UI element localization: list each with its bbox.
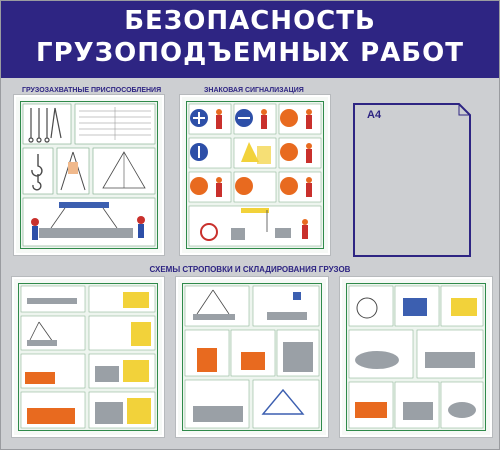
poster-frame [20, 101, 158, 249]
poster-frame [186, 101, 324, 249]
poster-title-lifting-devices: ГРУЗОЗАХВАТНЫЕ ПРИСПОСОБЛЕНИЯ [22, 87, 162, 94]
header-banner: БЕЗОПАСНОСТЬ ГРУЗОПОДЪЕМНЫХ РАБОТ [0, 0, 500, 78]
slinging-schemes-illustration-3 [348, 285, 484, 429]
poster-frame [18, 283, 158, 431]
poster-signals [180, 95, 330, 255]
signals-illustration [188, 103, 322, 247]
poster-slinging-1 [12, 277, 164, 437]
poster-lifting-devices [14, 95, 164, 255]
slinging-schemes-illustration-2 [184, 285, 320, 429]
poster-frame [346, 283, 486, 431]
stand-title-line1: БЕЗОПАСНОСТЬ [124, 6, 376, 36]
lifting-devices-illustration [22, 103, 156, 247]
poster-title-signals: ЗНАКОВАЯ СИГНАЛИЗАЦИЯ [204, 87, 304, 94]
pocket-label: А4 [367, 109, 382, 121]
stand-title-line2: ГРУЗОПОДЪЕМНЫХ РАБОТ [36, 38, 464, 68]
a4-document-pocket[interactable] [353, 103, 471, 257]
slinging-schemes-illustration-1 [20, 285, 156, 429]
poster-slinging-3 [340, 277, 492, 437]
poster-frame [182, 283, 322, 431]
section-title-slinging-schemes: СХЕМЫ СТРОПОВКИ И СКЛАДИРОВАНИЯ ГРУЗОВ [149, 265, 351, 274]
poster-slinging-2 [176, 277, 328, 437]
